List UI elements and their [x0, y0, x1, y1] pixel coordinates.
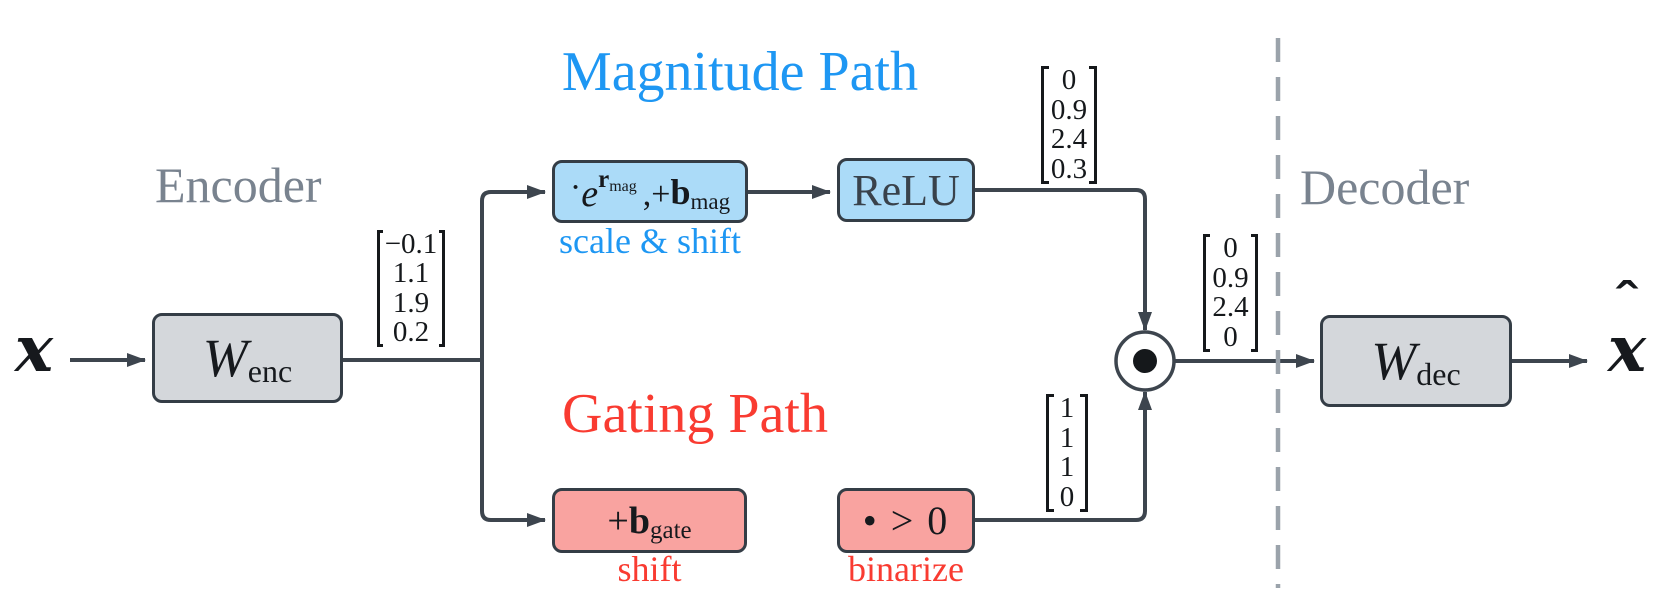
- scale-mid: ,+: [642, 175, 671, 213]
- hat-accent: ˆ: [1611, 274, 1643, 328]
- vector-bracket-left: [1203, 234, 1211, 352]
- final-activations-vector: 0 0.9 2.4 0: [1203, 234, 1258, 352]
- vector-bracket-left: [1041, 66, 1049, 184]
- magnitude-branch-arrow: [480, 185, 546, 360]
- vector-value: 0.3: [1050, 152, 1088, 185]
- vector-value: 1.1: [392, 257, 430, 290]
- decoder-label: Decoder: [1300, 159, 1470, 215]
- scale-bias-subscript: mag: [690, 188, 731, 214]
- scale-exp: r: [598, 165, 610, 193]
- gate-bias: b: [628, 499, 650, 542]
- gating-branch-arrow: [480, 360, 546, 527]
- encoder-label: Encoder: [155, 157, 322, 213]
- vector-value: 0.9: [1050, 93, 1088, 126]
- output-x-hat-symbol: ˆ x: [1594, 278, 1660, 387]
- gate-output-vector: 1 1 1 0: [1046, 394, 1088, 512]
- w-enc-symbol: W: [202, 328, 248, 388]
- scale-exp-base: e: [581, 172, 599, 215]
- vector-value: 0: [1223, 320, 1238, 353]
- vector-value: 2.4: [1212, 291, 1249, 324]
- vector-value: −0.1: [384, 228, 438, 261]
- scale-shift-caption: scale & shift: [559, 221, 741, 261]
- vector-bracket-right: [439, 230, 445, 347]
- binarize-caption: binarize: [848, 549, 964, 589]
- vector-value: 1.9: [392, 286, 430, 319]
- binarize-box: • > 0: [837, 488, 975, 553]
- vector-bracket-left: [377, 230, 383, 347]
- binarize-expression: • > 0: [862, 498, 950, 543]
- encoder-activations-vector: −0.1 1.1 1.9 0.2: [377, 230, 445, 347]
- vector-value: 2.4: [1050, 123, 1088, 156]
- scale-bias: b: [670, 171, 691, 212]
- vector-value: 0: [1223, 232, 1238, 265]
- w-dec-subscript: dec: [1416, 356, 1461, 392]
- w-dec-symbol: W: [1371, 331, 1417, 391]
- hadamard-product-node: [1114, 330, 1176, 392]
- vector-value: 1: [1059, 392, 1075, 425]
- gate-plus: +: [607, 499, 629, 542]
- vector-value: 0.2: [392, 315, 430, 348]
- binarize-to-product-arrow: [975, 391, 1152, 522]
- relu-box: ReLU: [837, 158, 975, 222]
- vector-bracket-left: [1046, 394, 1054, 512]
- w-enc-subscript: enc: [247, 353, 293, 389]
- vector-value: 0.9: [1212, 261, 1249, 294]
- gating-path-title: Gating Path: [562, 383, 828, 445]
- output-x-glyph: x: [1607, 312, 1647, 387]
- vector-value: 1: [1059, 451, 1075, 484]
- magnitude-path-title: Magnitude Path: [561, 41, 919, 103]
- vector-value: 1: [1059, 421, 1075, 454]
- shift-caption: shift: [617, 549, 682, 589]
- relu-to-product-arrow: [975, 188, 1152, 331]
- scale-exp-subscript: mag: [609, 177, 637, 195]
- relu-label: ReLU: [852, 165, 960, 215]
- vector-value: 0: [1061, 64, 1077, 97]
- vector-value: 0: [1059, 480, 1075, 513]
- magnitude-output-vector: 0 0.9 2.4 0.3: [1041, 66, 1097, 184]
- vector-bracket-right: [1250, 234, 1258, 352]
- input-x-glyph: x: [14, 312, 54, 387]
- input-x-symbol: x: [0, 314, 68, 386]
- vector-bracket-right: [1089, 66, 1097, 184]
- gate-bias-subscript: gate: [649, 516, 692, 544]
- vector-bracket-right: [1080, 394, 1088, 512]
- scale-dot: ·: [569, 168, 582, 206]
